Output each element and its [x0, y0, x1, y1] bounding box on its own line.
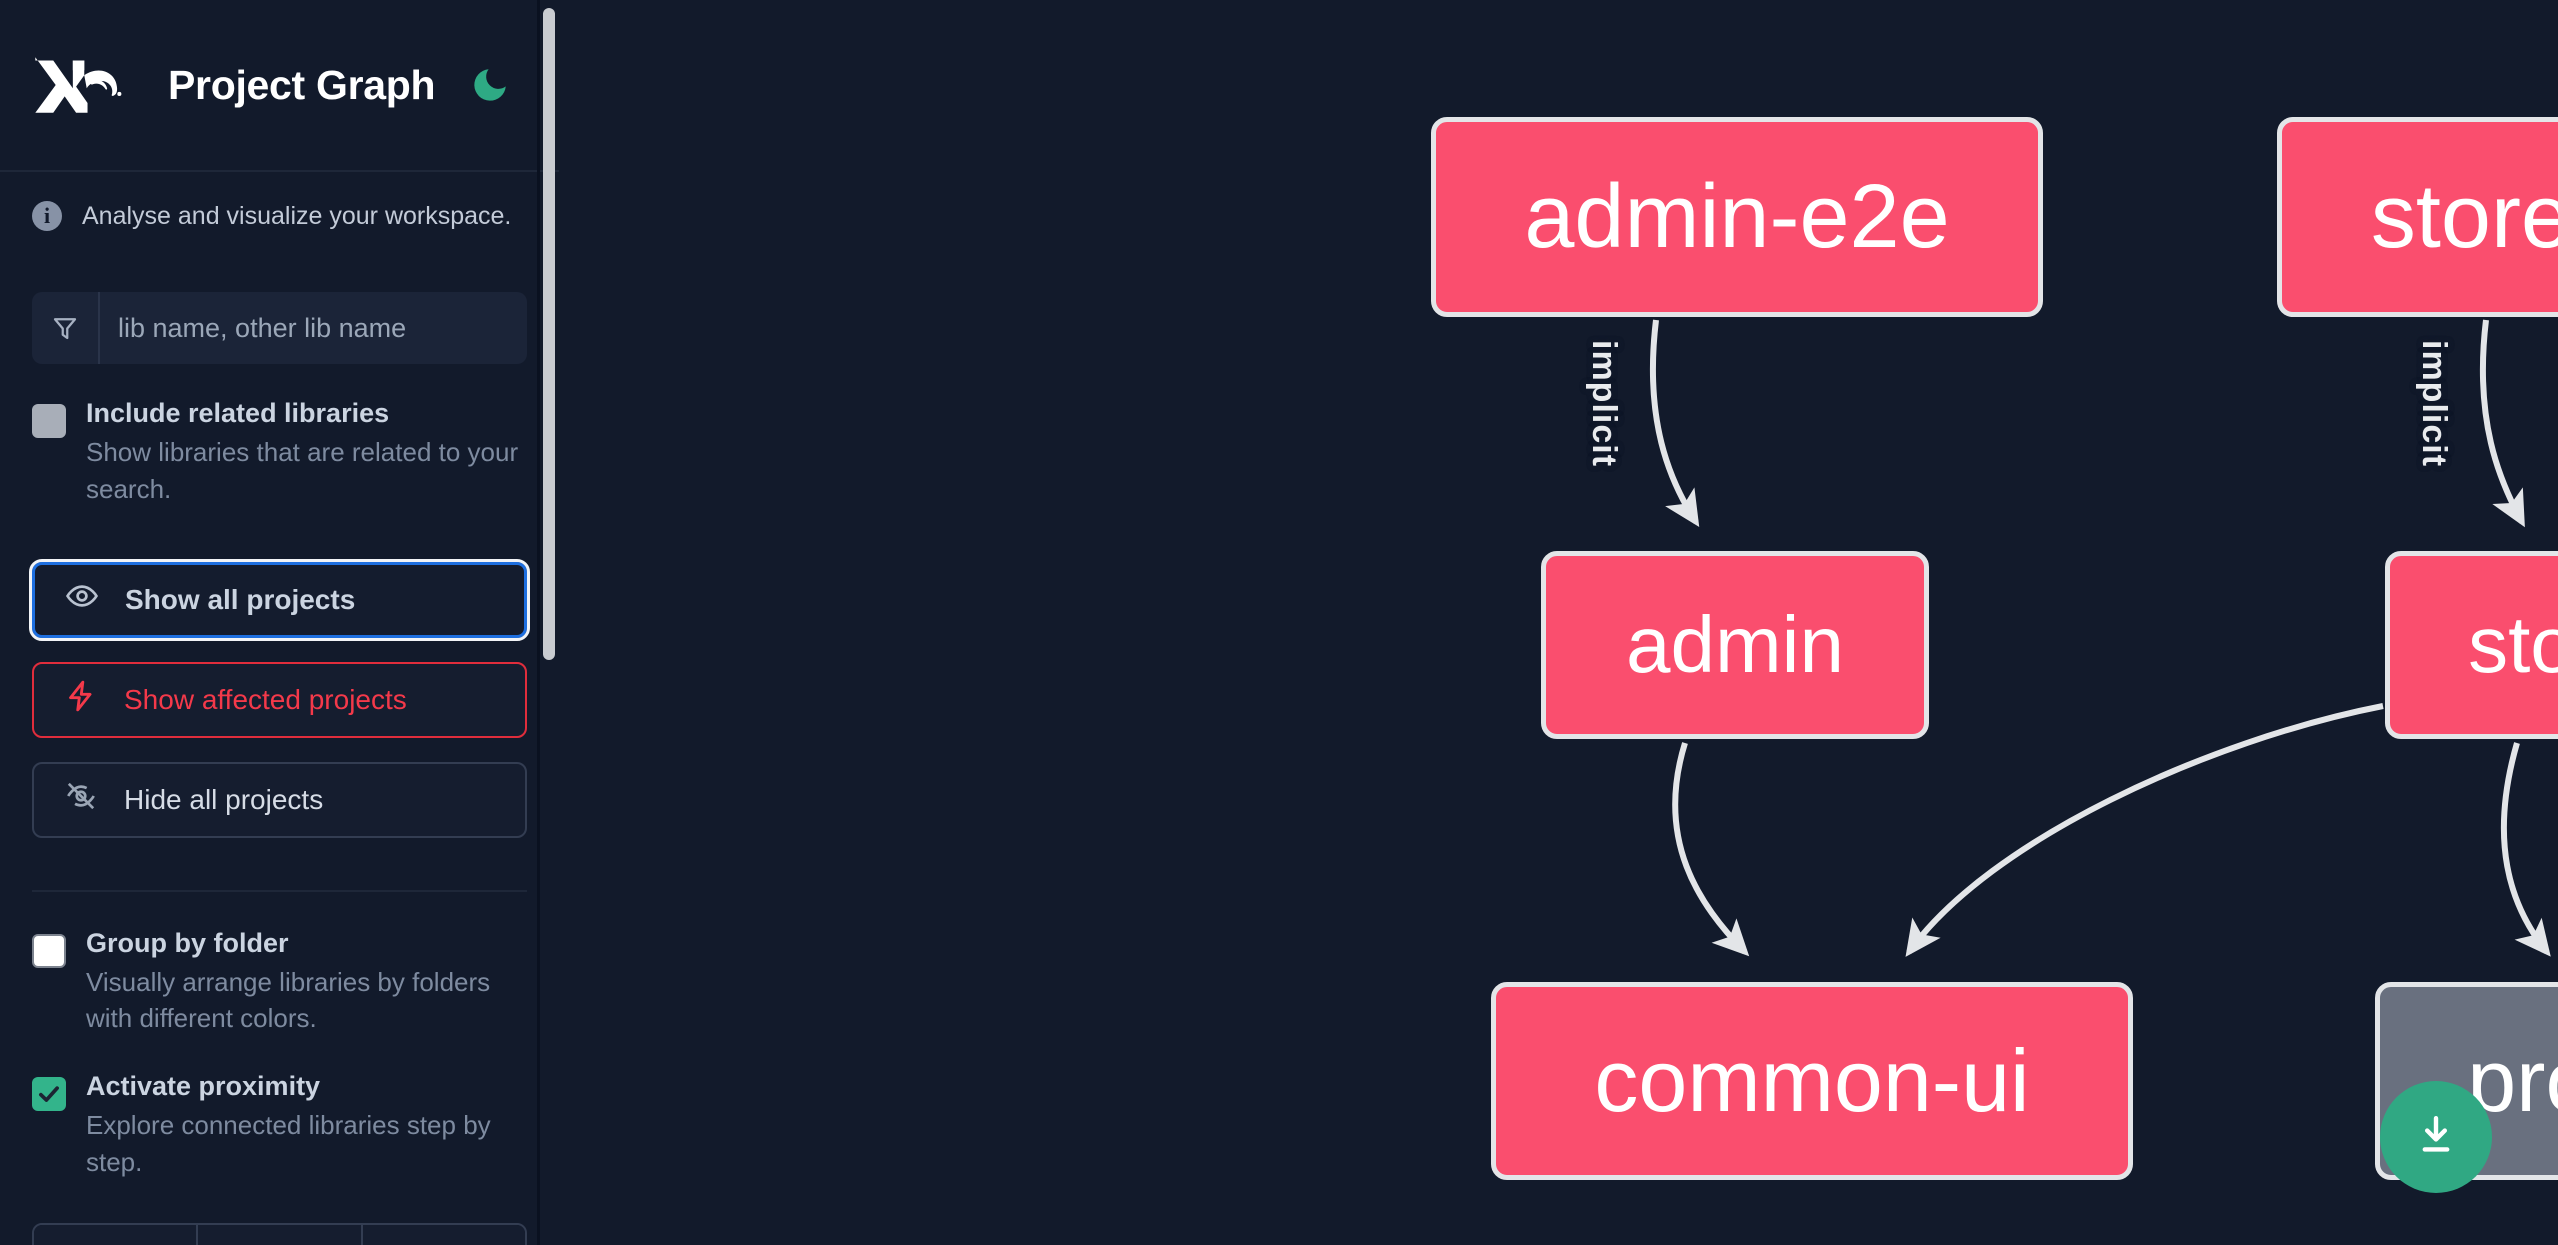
checkbox-include-related-libraries[interactable]: [32, 404, 66, 438]
proximity-step-value[interactable]: [198, 1225, 363, 1245]
sidebar-scrollbar[interactable]: [540, 0, 559, 1245]
eye-off-icon: [64, 779, 98, 820]
edge-label-implicit-admin: implicit: [1585, 340, 1623, 468]
edge-store-to-common-ui: [1905, 703, 2384, 957]
sidebar-tagline: i Analyse and visualize your workspace.: [0, 172, 559, 260]
graph-node-label: store-e2e: [2370, 166, 2558, 267]
graph-edges: [1649, 319, 2551, 957]
sidebar-body: Include related libraries Show libraries…: [0, 292, 559, 1245]
option-group-by-folder[interactable]: Group by folder Visually arrange librari…: [32, 928, 527, 1038]
show-all-projects-label: Show all projects: [125, 583, 356, 615]
sidebar-scrollbar-thumb[interactable]: [543, 8, 555, 660]
download-icon: [2412, 1111, 2460, 1164]
checkbox-activate-proximity[interactable]: [32, 1077, 66, 1112]
edge-admin-to-common-ui: [1672, 742, 1750, 957]
edge-label-implicit-store: implicit: [2415, 340, 2453, 468]
proximity-step-group[interactable]: [32, 1223, 527, 1245]
graph-node-label: admin: [1626, 600, 1844, 689]
page-title: Project Graph: [168, 61, 436, 108]
show-affected-projects-label: Show affected projects: [124, 683, 407, 715]
option-title: Activate proximity: [86, 1071, 321, 1102]
graph-canvas[interactable]: implicit implicit admin-e2e store-e2e ad…: [559, 0, 2558, 1245]
show-affected-projects-button[interactable]: Show affected projects: [32, 661, 527, 738]
sidebar: Project Graph i Analyse and visualize yo…: [0, 0, 559, 1245]
show-all-projects-button[interactable]: Show all projects: [29, 558, 530, 641]
graph-node-store-e2e[interactable]: store-e2e: [2277, 117, 2558, 317]
option-title: Group by folder: [86, 927, 289, 958]
search-field[interactable]: [32, 292, 527, 364]
graph-node-label: common-ui: [1594, 1031, 2030, 1130]
search-input[interactable]: [100, 292, 527, 364]
moon-icon[interactable]: [467, 62, 513, 108]
filter-icon: [32, 292, 100, 364]
graph-node-label: admin-e2e: [1524, 166, 1950, 267]
graph-node-store[interactable]: store: [2385, 551, 2558, 739]
proximity-step-increase[interactable]: [362, 1225, 525, 1245]
lightning-bolt-icon: [64, 679, 98, 720]
graph-node-admin-e2e[interactable]: admin-e2e: [1431, 117, 2043, 317]
nx-logo-icon: [32, 54, 130, 116]
visibility-button-group: Show all projects Show affected projects: [29, 558, 530, 838]
graph-node-label: store: [2468, 600, 2558, 689]
edge-admin-e2e-to-admin: [1649, 319, 1700, 528]
sidebar-tagline-text: Analyse and visualize your workspace.: [82, 201, 512, 230]
sidebar-header: Project Graph: [0, 0, 559, 172]
option-include-related-libraries[interactable]: Include related libraries Show libraries…: [32, 398, 527, 508]
checkbox-group-by-folder[interactable]: [32, 933, 66, 968]
option-title: Include related libraries: [86, 398, 390, 428]
edge-store-to-products: [2500, 742, 2551, 957]
proximity-step-decrease[interactable]: [34, 1225, 199, 1245]
eye-icon: [65, 579, 99, 620]
download-button[interactable]: [2380, 1081, 2492, 1193]
sidebar-edge: [537, 0, 540, 1245]
graph-node-common-ui[interactable]: common-ui: [1491, 982, 2133, 1180]
option-description: Show libraries that are related to your …: [86, 436, 519, 504]
sidebar-divider: [32, 889, 527, 892]
info-icon: i: [32, 201, 62, 231]
hide-all-projects-label: Hide all projects: [124, 783, 324, 815]
option-description: Explore connected libraries step by step…: [86, 1110, 491, 1178]
graph-node-admin[interactable]: admin: [1541, 551, 1929, 739]
edge-store-e2e-to-store: [2479, 319, 2525, 528]
option-description: Visually arrange libraries by folders wi…: [86, 966, 491, 1034]
hide-all-projects-button[interactable]: Hide all projects: [32, 761, 527, 838]
option-activate-proximity[interactable]: Activate proximity Explore connected lib…: [32, 1071, 527, 1181]
